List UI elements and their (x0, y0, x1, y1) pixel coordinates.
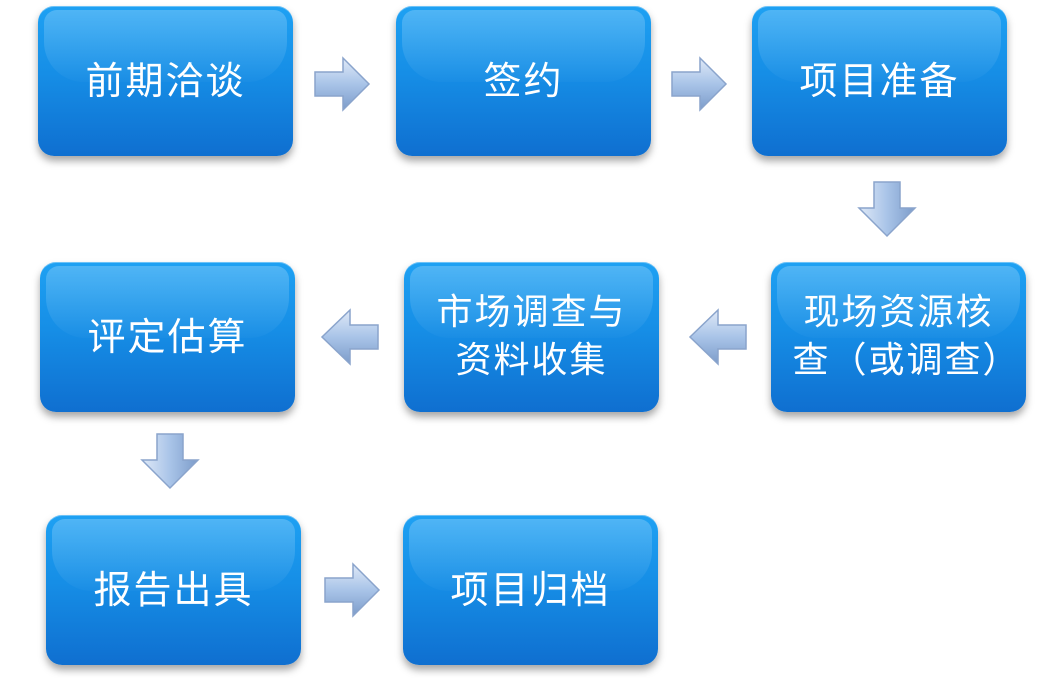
step-label: 签约 (483, 59, 564, 103)
step-initial-negotiation: 前期洽谈 (38, 6, 293, 156)
step-label: 现场资源核查（或调查） (792, 292, 1021, 381)
step-label: 项目准备 (799, 59, 960, 103)
arrow-right-icon (313, 55, 371, 113)
arrow-down-icon (140, 432, 200, 490)
arrow-down-icon (857, 180, 917, 238)
step-label: 市场调查与资料收集 (436, 292, 627, 381)
step-label: 项目归档 (450, 568, 611, 612)
step-project-archiving: 项目归档 (403, 515, 658, 665)
arrow-right-icon (670, 55, 728, 113)
step-report-issuance: 报告出具 (46, 515, 301, 665)
step-project-preparation: 项目准备 (752, 6, 1007, 156)
step-label: 报告出具 (93, 568, 254, 612)
step-market-survey-data-collection: 市场调查与资料收集 (404, 262, 659, 412)
step-signing: 签约 (396, 6, 651, 156)
arrow-left-icon (320, 307, 380, 367)
step-site-resource-verification: 现场资源核查（或调查） (771, 262, 1026, 412)
step-assessment-estimation: 评定估算 (40, 262, 295, 412)
arrow-left-icon (688, 307, 748, 367)
arrow-right-icon (323, 561, 381, 619)
step-label: 前期洽谈 (85, 59, 246, 103)
step-label: 评定估算 (87, 315, 248, 359)
